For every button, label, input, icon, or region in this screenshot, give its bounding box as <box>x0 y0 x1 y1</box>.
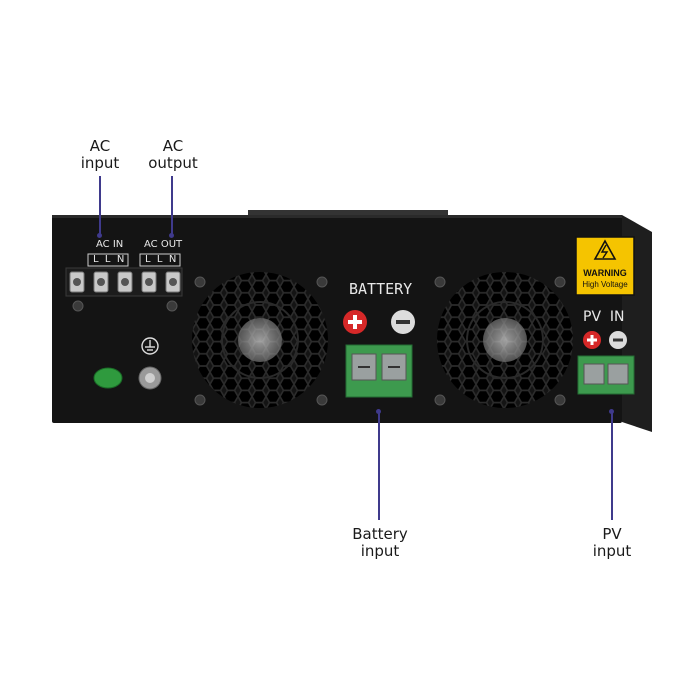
battery-label: BATTERY <box>349 280 413 298</box>
callout-ac-output: AC output <box>148 137 198 172</box>
ground-icon <box>141 337 159 355</box>
callout-pv-input: PV input <box>592 525 632 560</box>
ac-out-label: AC OUT <box>144 239 183 250</box>
fan-left <box>192 272 328 408</box>
minus-icon <box>391 310 415 334</box>
fan-right <box>437 272 573 408</box>
fan-icon <box>238 318 282 362</box>
plus-icon <box>583 331 601 349</box>
callout-battery-input: Battery input <box>352 525 408 560</box>
pointer-dot <box>376 409 381 414</box>
warning-sticker <box>575 236 635 296</box>
callout-ac-input: AC input <box>80 137 120 172</box>
pointer-pv-input <box>611 412 613 520</box>
pointer-ac-input <box>99 176 101 236</box>
ac-in-terminal-labels: L L N <box>93 254 125 265</box>
ac-out-terminal-labels: L L N <box>145 254 177 265</box>
pointer-battery-input <box>378 412 380 520</box>
minus-icon <box>609 331 627 349</box>
pv-terminal <box>577 355 635 395</box>
certification-sticker <box>93 367 123 389</box>
battery-terminal <box>345 344 413 398</box>
warning-subtitle: High Voltage <box>582 280 628 289</box>
pointer-dot <box>169 233 174 238</box>
pointer-ac-output <box>171 176 173 236</box>
warning-title: WARNING <box>583 268 627 278</box>
ac-in-label: AC IN <box>96 239 124 250</box>
lightning-icon <box>593 239 617 260</box>
ac-terminal-block <box>65 253 183 297</box>
fan-icon <box>483 318 527 362</box>
plus-icon <box>343 310 367 334</box>
pointer-dot <box>97 233 102 238</box>
pv-in-label: PV IN <box>583 309 625 325</box>
ground-stud <box>138 366 162 390</box>
pointer-dot <box>609 409 614 414</box>
